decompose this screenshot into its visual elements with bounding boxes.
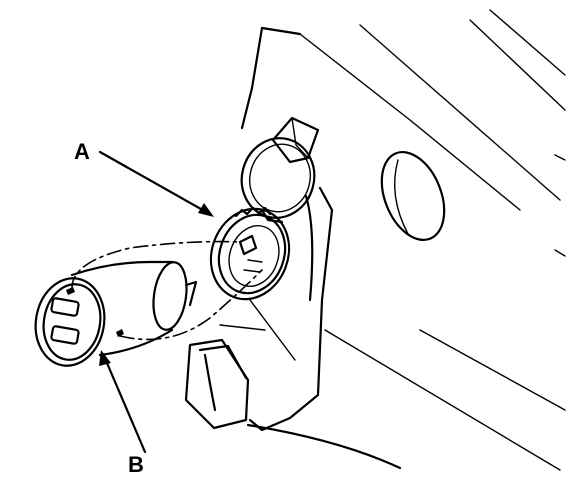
leader-arrow-b — [99, 350, 147, 454]
panel-round-opening — [380, 150, 446, 242]
leader-arrow-a — [98, 150, 214, 217]
socket-insert-b — [34, 260, 198, 367]
alignment-lines — [71, 240, 263, 341]
socket-mounting-bracket — [219, 186, 334, 432]
callout-label-a: A — [74, 139, 90, 164]
callout-label-b: B — [128, 452, 144, 477]
socket-housing — [209, 206, 291, 301]
wire-connector — [184, 338, 250, 430]
console-panel — [240, 9, 566, 471]
